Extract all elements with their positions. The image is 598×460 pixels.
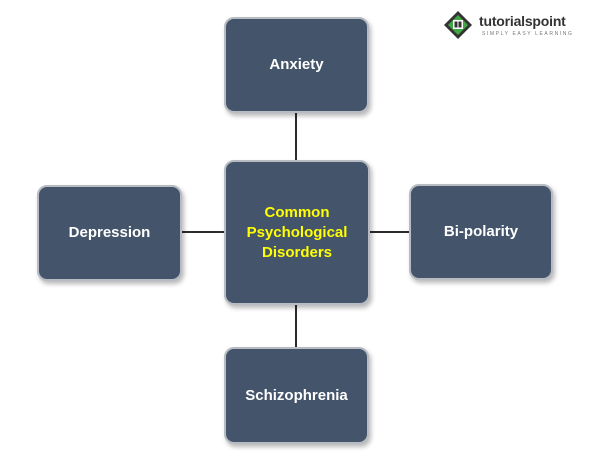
connector-bottom bbox=[295, 303, 297, 349]
connector-top bbox=[295, 112, 297, 162]
node-schizophrenia: Schizophrenia bbox=[224, 347, 369, 444]
node-depression: Depression bbox=[37, 185, 182, 281]
node-anxiety: Anxiety bbox=[224, 17, 369, 113]
tutorialspoint-logo-icon bbox=[444, 11, 472, 39]
node-anxiety-label: Anxiety bbox=[269, 56, 324, 73]
tutorialspoint-logo: tutorialspoint SIMPLY EASY LEARNING bbox=[443, 8, 593, 40]
logo-tagline: SIMPLY EASY LEARNING bbox=[482, 31, 574, 37]
logo-name: tutorialspoint bbox=[479, 13, 566, 29]
node-bi-polarity-label: Bi-polarity bbox=[443, 223, 519, 240]
node-depression-label: Depression bbox=[68, 224, 151, 241]
node-common-psychological-disorders: Common Psychological Disorders bbox=[224, 160, 370, 305]
node-schizophrenia-label: Schizophrenia bbox=[245, 386, 348, 404]
node-bi-polarity: Bi-polarity bbox=[409, 184, 553, 280]
node-center-label: Common Psychological Disorders bbox=[246, 203, 348, 261]
connector-left bbox=[181, 231, 227, 233]
connector-right bbox=[369, 231, 411, 233]
